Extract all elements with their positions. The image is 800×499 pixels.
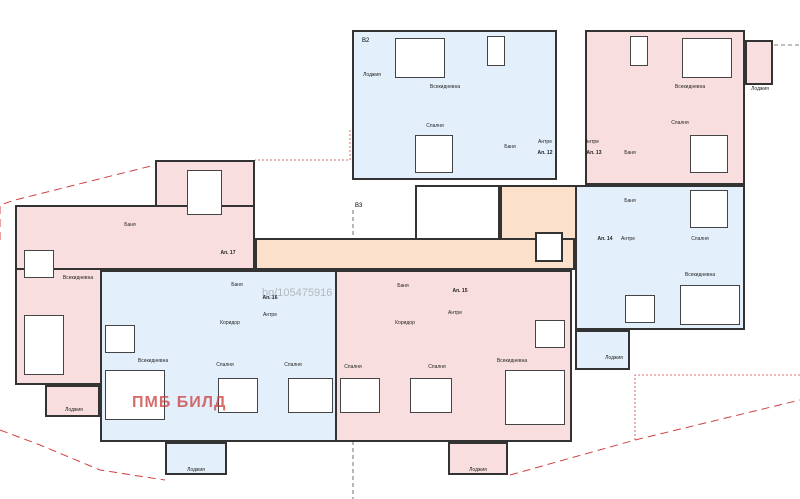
dining-table [630,36,648,66]
section-mark-b3: B3 [355,203,363,209]
room-label: Баня [624,150,636,156]
bed [288,378,333,413]
apartment-16 [100,270,337,442]
room-label: Лоджия [363,72,381,78]
apartment-number: Ап. 15 [452,288,468,294]
sofa [680,285,740,325]
room-label: Всекидневна [496,358,528,364]
sofa [395,38,445,78]
apartment-number: Ап. 17 [220,250,236,256]
bed [187,170,222,215]
room-label: Коридор [395,320,415,326]
room-label: Лоджия [751,86,769,92]
bed [340,378,380,413]
room-label: Спалня [671,120,689,126]
apartment-number: Ап. 12 [537,150,553,156]
room-label: Спалня [284,362,302,368]
room-label: Всекидневна [674,84,706,90]
section-mark-b2: B2 [362,38,370,44]
corridor [255,238,575,270]
staircase [415,185,500,240]
bed [218,378,258,413]
room-label: Спалня [428,364,446,370]
bed [410,378,452,413]
loggia-13 [745,40,773,85]
sofa [682,38,732,78]
room-label: Антре [448,310,462,316]
room-label: Спалня [691,236,709,242]
room-label: Спалня [344,364,362,370]
room-label: Антре [585,139,599,145]
sofa [24,315,64,375]
room-label: Баня [231,282,243,288]
apartment-number: Ап. 14 [597,236,613,242]
room-label: Баня [624,198,636,204]
room-label: Лоджия [65,407,83,413]
loggia-15 [448,442,508,475]
apartment-17 [15,205,255,270]
room-label: Лоджия [469,467,487,473]
bed [690,135,728,173]
dining-table [535,320,565,348]
room-label: Антре [263,312,277,318]
sofa [105,370,165,420]
room-label: Баня [504,144,516,150]
room-label: Всекидневна [62,275,94,281]
bed [690,190,728,228]
room-label: Антре [621,236,635,242]
room-label: Антре [538,139,552,145]
room-label: Спалня [426,123,444,129]
room-label: Всекидневна [137,358,169,364]
room-label: Коридор [220,320,240,326]
room-label: Баня [124,222,136,228]
loggia-17 [45,385,100,417]
dining-table [24,250,54,278]
loggia-14 [575,330,630,370]
room-label: Всекидневна [684,272,716,278]
elevator [535,232,563,262]
bed [415,135,453,173]
dining-table [625,295,655,323]
loggia-16 [165,442,227,475]
room-label: Всекидневна [429,84,461,90]
room-label: Лоджия [187,467,205,473]
dining-table [105,325,135,353]
watermark-listing: bg/105475916 [262,287,333,299]
watermark-company: ПМБ БИЛД [132,394,227,411]
dining-table [487,36,505,66]
room-label: Спалня [216,362,234,368]
sofa [505,370,565,425]
room-label: Баня [397,283,409,289]
apartment-number: Ап. 13 [586,150,602,156]
room-label: Лоджия [605,355,623,361]
apartment-number: Ап. 16 [262,295,278,301]
apartment-12 [352,30,557,180]
